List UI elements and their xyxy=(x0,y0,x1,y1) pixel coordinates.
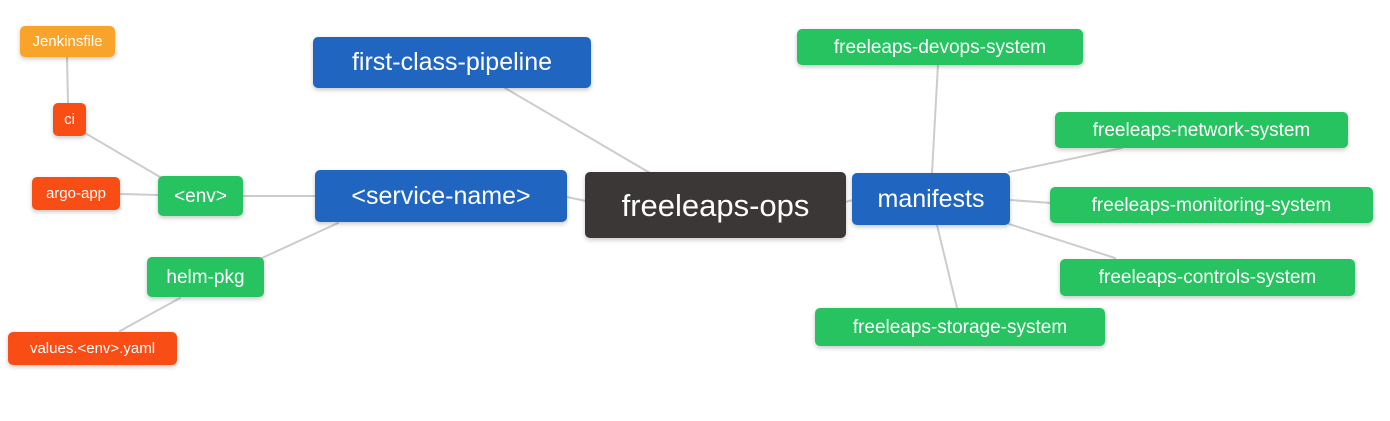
node-label: freeleaps-monitoring-system xyxy=(1091,194,1332,216)
edge-manifests-network-system xyxy=(1008,147,1123,173)
node-label: freeleaps-storage-system xyxy=(852,316,1068,338)
node-jenkinsfile[interactable]: Jenkinsfile xyxy=(20,26,115,57)
node-first-class-pipeline[interactable]: first-class-pipeline xyxy=(313,37,591,88)
node-label: Jenkinsfile xyxy=(32,33,103,50)
node-ci[interactable]: ci xyxy=(53,103,86,136)
node-label: freeleaps-network-system xyxy=(1092,119,1311,141)
node-label: manifests xyxy=(877,184,985,213)
node-freeleaps-monitoring-system[interactable]: freeleaps-monitoring-system xyxy=(1050,187,1373,223)
node-label: <service-name> xyxy=(351,181,531,210)
node-label: ci xyxy=(64,111,75,128)
node-label: freeleaps-controls-system xyxy=(1098,267,1317,288)
node-label: <env> xyxy=(174,185,227,207)
node-manifests[interactable]: manifests xyxy=(852,173,1010,225)
node-label: values.<env>.yaml xyxy=(29,340,156,357)
node-argo-app[interactable]: argo-app xyxy=(32,177,120,210)
node-freeleaps-devops-system[interactable]: freeleaps-devops-system xyxy=(797,29,1083,65)
edge-argo-app-env xyxy=(119,193,159,196)
node-label: helm-pkg xyxy=(166,266,245,288)
edge-jenkinsfile-ci xyxy=(66,56,69,104)
edge-values-helm-pkg xyxy=(119,297,181,332)
node-label: freeleaps-devops-system xyxy=(833,36,1047,58)
edge-pipeline-freeleaps-ops xyxy=(504,87,651,174)
node-values-env-yaml[interactable]: values.<env>.yaml xyxy=(8,332,177,365)
node-label: freeleaps-ops xyxy=(621,187,810,223)
edge-ci-env xyxy=(84,132,161,178)
edge-manifests-devops-system xyxy=(931,63,939,174)
node-freeleaps-controls-system[interactable]: freeleaps-controls-system xyxy=(1060,259,1355,296)
edge-manifests-monitoring-system xyxy=(1009,199,1052,204)
node-label: argo-app xyxy=(45,185,107,202)
node-freeleaps-network-system[interactable]: freeleaps-network-system xyxy=(1055,112,1348,148)
node-service-name[interactable]: <service-name> xyxy=(315,170,567,222)
node-freeleaps-ops[interactable]: freeleaps-ops xyxy=(585,172,846,238)
edge-manifests-controls-system xyxy=(1008,223,1116,259)
edge-manifests-storage-system xyxy=(936,224,958,309)
node-env[interactable]: <env> xyxy=(158,176,243,216)
node-freeleaps-storage-system[interactable]: freeleaps-storage-system xyxy=(815,308,1105,346)
node-label: first-class-pipeline xyxy=(351,48,553,76)
edge-service-name-freeleaps-ops xyxy=(566,196,587,202)
node-helm-pkg[interactable]: helm-pkg xyxy=(147,257,264,297)
edge-helm-pkg-service-name xyxy=(261,222,339,259)
edge-freeleaps-ops-manifests xyxy=(844,199,854,203)
